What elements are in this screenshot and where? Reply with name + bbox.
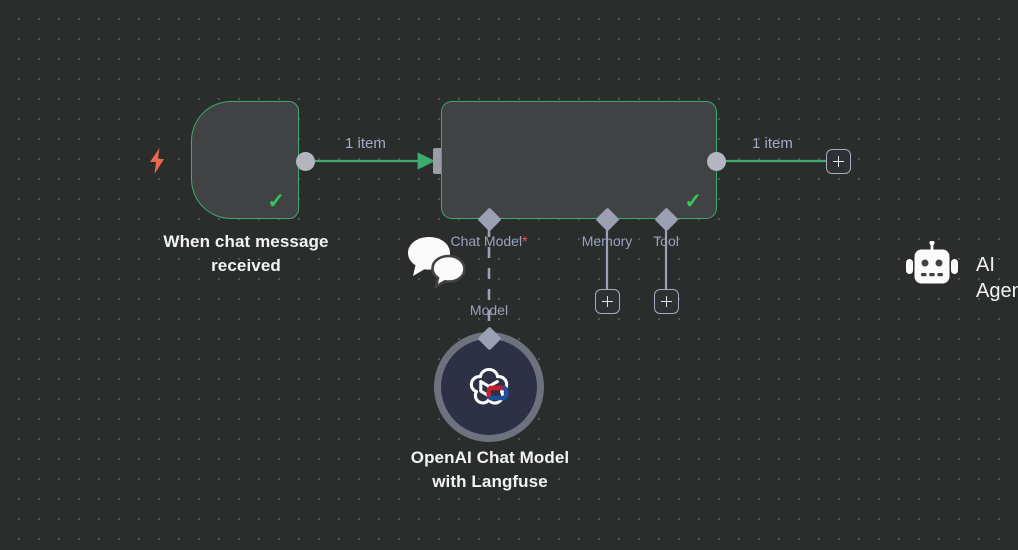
- node-title-openai-line2: with Langfuse: [432, 472, 548, 491]
- node-title-trigger-line2: received: [211, 256, 281, 275]
- add-tool-button[interactable]: [654, 289, 679, 314]
- langfuse-magnet-icon: [486, 385, 509, 401]
- node-title-trigger-line1: When chat message: [163, 232, 329, 251]
- node-ai-agent[interactable]: AI Agent ✓: [441, 101, 1018, 302]
- edge-label-model: Model: [469, 302, 509, 318]
- node-label-ai-agent: AI Agent: [976, 254, 1018, 302]
- edge-label-agent-output: 1 item: [752, 135, 793, 152]
- status-check-icon-trigger: ✓: [267, 190, 285, 213]
- status-check-icon-agent: ✓: [684, 190, 702, 213]
- required-marker-chat-model: *: [522, 233, 528, 249]
- add-node-button-after-agent[interactable]: [826, 149, 851, 174]
- sub-connector-label-tool: Tool: [653, 233, 679, 249]
- sub-connector-label-chat-model: Chat Model*: [414, 232, 564, 250]
- openai-logo-icon: [464, 362, 514, 412]
- node-when-chat-message-received[interactable]: ✓: [191, 101, 466, 290]
- chat-bubbles-icon: [406, 235, 468, 290]
- agent-output-port[interactable]: [707, 152, 726, 171]
- add-memory-button[interactable]: [595, 289, 620, 314]
- node-title-openai: OpenAI Chat Model with Langfuse: [389, 446, 591, 494]
- sub-connector-label-chat-model-text: Chat Model: [450, 233, 523, 249]
- agent-input-port[interactable]: [433, 148, 442, 174]
- trigger-output-port[interactable]: [296, 152, 315, 171]
- lightning-bolt-icon: [147, 148, 167, 174]
- node-title-openai-line1: OpenAI Chat Model: [410, 448, 570, 467]
- node-title-trigger: When chat message received: [146, 230, 346, 278]
- sub-connector-label-memory: Memory: [581, 233, 633, 249]
- robot-icon: [906, 240, 958, 287]
- edge-label-trigger-to-agent: 1 item: [345, 135, 386, 152]
